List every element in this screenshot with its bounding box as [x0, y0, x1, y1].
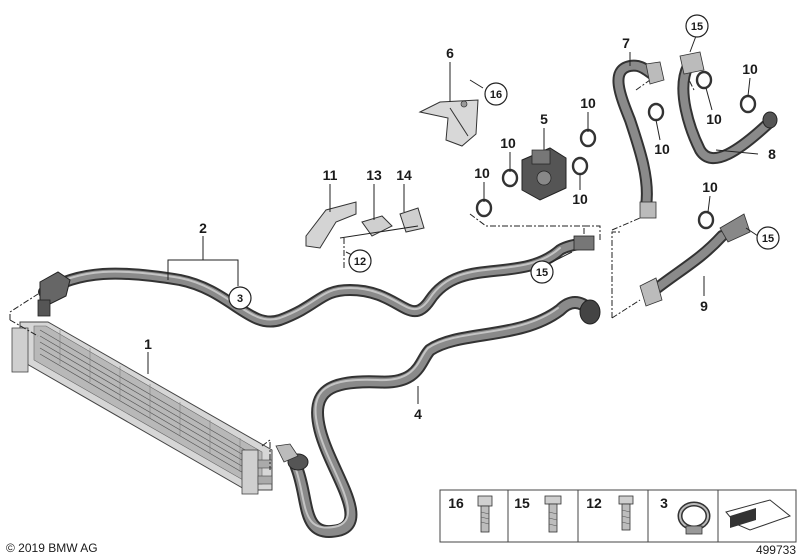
bolt-16-icon — [477, 495, 493, 533]
callout-15-b: 15 — [536, 267, 548, 279]
callout-12-circle — [348, 249, 372, 273]
fastener-legend: 16 15 12 — [439, 489, 797, 543]
callout-5: 5 — [540, 111, 548, 127]
callout-10-a: 10 — [580, 95, 596, 111]
callout-16: 16 — [490, 89, 502, 101]
bolt-12-icon — [618, 495, 634, 531]
callout-16-circle — [484, 82, 508, 106]
legend-12-label: 12 — [586, 495, 602, 511]
callout-10-h: 10 — [702, 179, 718, 195]
hose-4 — [275, 296, 601, 539]
diagram-number: 499733 — [756, 543, 796, 557]
hose-9 — [639, 213, 751, 307]
callout-10-d: 10 — [572, 191, 588, 207]
callout-7: 7 — [622, 35, 630, 51]
callout-10-g: 10 — [742, 61, 758, 77]
callout-3: 3 — [237, 293, 243, 305]
callout-3-circle — [228, 286, 252, 310]
callout-4: 4 — [414, 406, 422, 422]
hose-8 — [677, 51, 778, 165]
leader-lines — [147, 35, 759, 404]
callout-2: 2 — [199, 220, 207, 236]
bolt-15-icon — [544, 495, 562, 533]
hose-7 — [612, 59, 665, 219]
copyright-text: © 2019 BMW AG — [6, 541, 98, 555]
callout-8: 8 — [768, 146, 776, 162]
radiator-part — [11, 321, 273, 495]
callout-12: 12 — [354, 256, 366, 268]
callout-13: 13 — [366, 167, 382, 183]
callout-15-c-circle — [756, 226, 780, 250]
callout-11: 11 — [323, 167, 338, 183]
callout-15-c: 15 — [762, 233, 774, 245]
callout-1: 1 — [144, 336, 152, 352]
bracket-part — [418, 99, 479, 147]
arrow-icon — [725, 499, 792, 531]
callout-15-b-circle — [530, 260, 554, 284]
callout-10-e: 10 — [654, 141, 670, 157]
coolant-valve-part — [521, 147, 567, 201]
callout-10-b: 10 — [500, 135, 516, 151]
callout-9: 9 — [700, 298, 708, 314]
callout-10-c: 10 — [474, 165, 490, 181]
legend-16-label: 16 — [448, 495, 464, 511]
legend-15-label: 15 — [514, 495, 530, 511]
legend-3-label: 3 — [660, 495, 668, 511]
callout-15-a-circle — [685, 14, 709, 38]
callout-15-a: 15 — [691, 21, 703, 33]
clamp-3-icon — [677, 501, 711, 535]
callout-14: 14 — [396, 167, 412, 183]
holder-parts — [305, 201, 425, 249]
hose-3 — [37, 235, 595, 328]
callout-10-f: 10 — [706, 111, 722, 127]
callout-6: 6 — [446, 45, 454, 61]
